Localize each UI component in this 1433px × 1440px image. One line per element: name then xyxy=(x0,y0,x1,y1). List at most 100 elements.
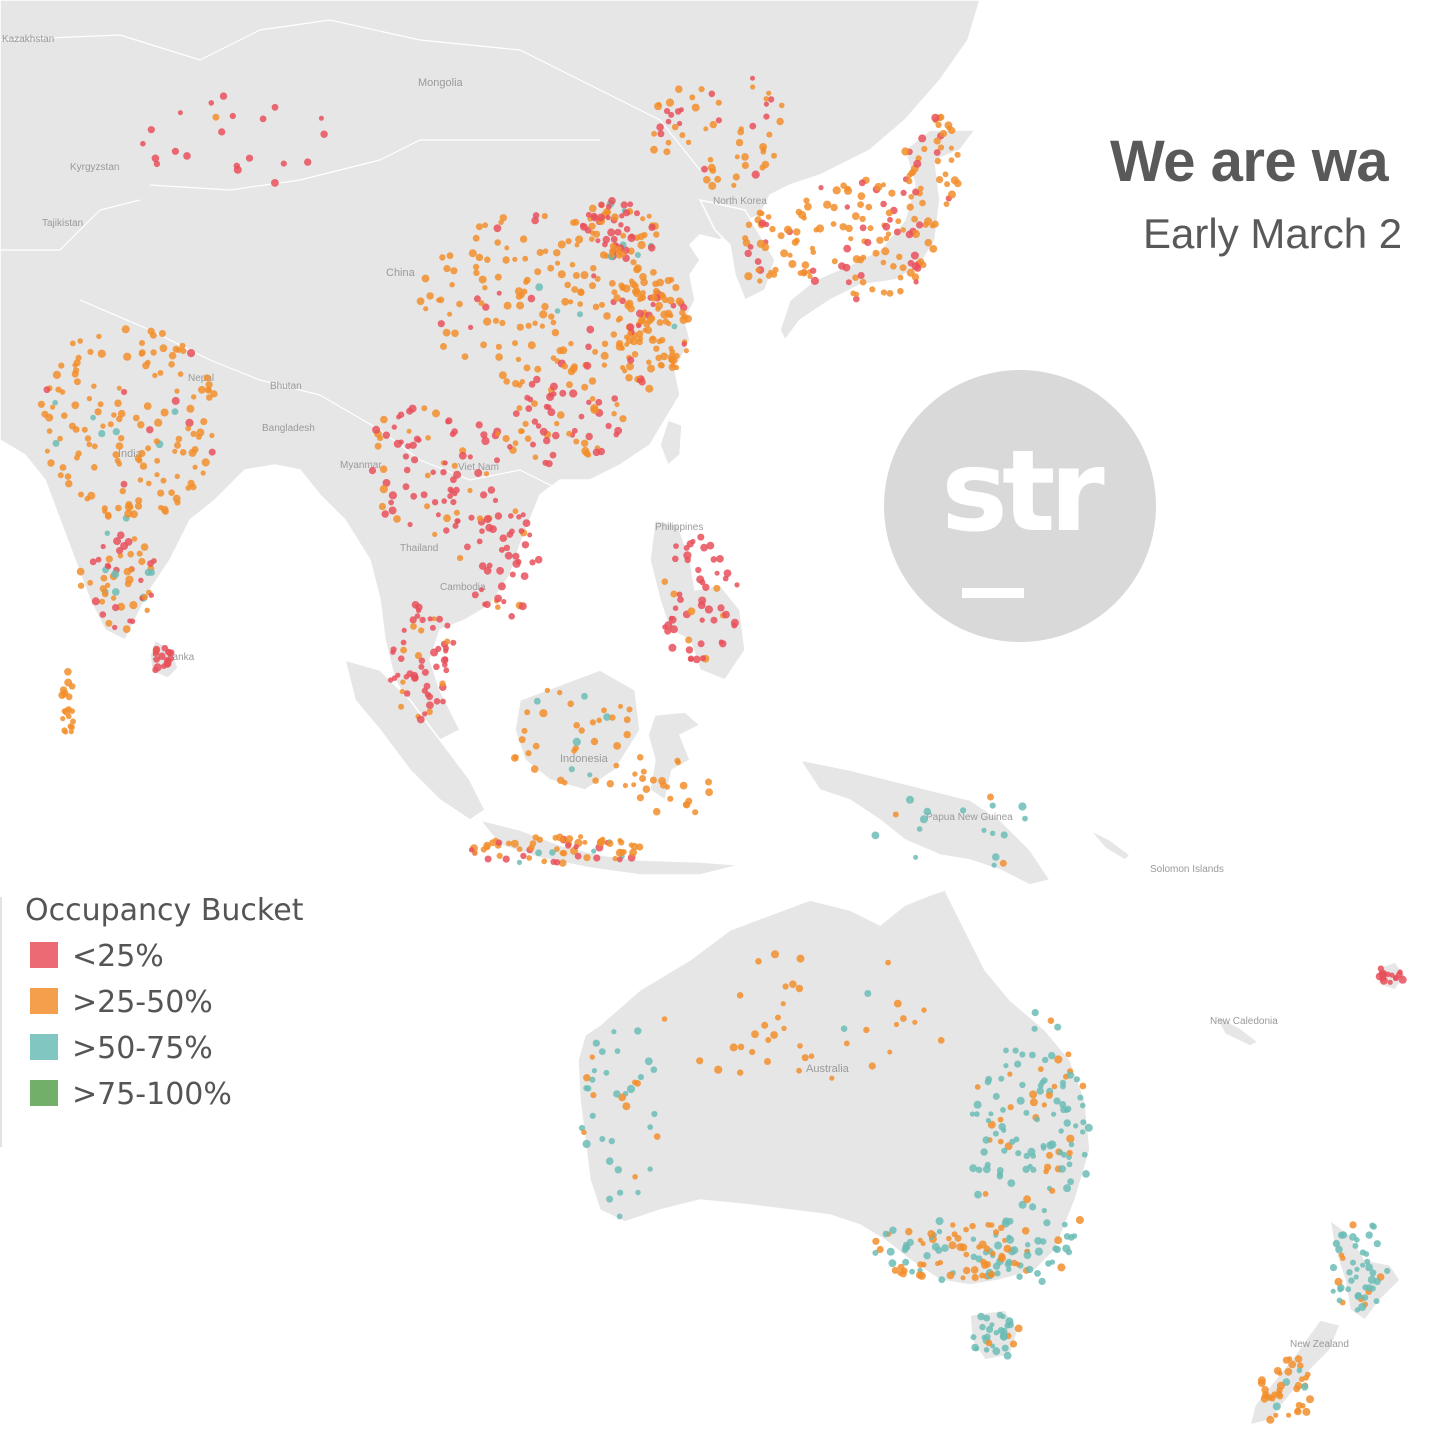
hotel-dot xyxy=(489,839,497,847)
hotel-dot xyxy=(608,197,616,205)
hotel-dot xyxy=(1048,1140,1057,1149)
hotel-dot xyxy=(670,302,677,309)
hotel-dot xyxy=(629,278,635,284)
page-subtitle: Early March 2 xyxy=(1143,210,1403,257)
hotel-dot xyxy=(124,580,132,588)
hotel-dot xyxy=(996,1171,1004,1178)
hotel-dot xyxy=(1362,1284,1369,1291)
hotel-dot xyxy=(571,363,578,370)
hotel-dot xyxy=(439,254,446,261)
hotel-dot xyxy=(502,435,510,443)
hotel-dot xyxy=(627,201,634,208)
hotel-dot xyxy=(1353,1274,1359,1280)
hotel-dot xyxy=(911,262,920,271)
hotel-dot xyxy=(529,559,536,566)
hotel-dot xyxy=(117,531,125,539)
hotel-dot xyxy=(1031,1025,1038,1032)
hotel-dot xyxy=(605,422,612,430)
hotel-dot xyxy=(770,1031,778,1039)
hotel-dot xyxy=(1018,802,1027,811)
hotel-dot xyxy=(991,862,997,868)
hotel-dot xyxy=(506,840,512,847)
hotel-dot xyxy=(671,123,679,131)
hotel-dot xyxy=(523,279,529,285)
hotel-dot xyxy=(520,852,527,860)
hotel-dot xyxy=(81,426,88,433)
hotel-dot xyxy=(566,430,572,437)
hotel-dot xyxy=(1360,1262,1366,1268)
hotel-dot xyxy=(487,486,496,494)
hotel-dot xyxy=(112,604,120,612)
hotel-dot xyxy=(936,1228,943,1235)
label-viet-nam: Viet Nam xyxy=(458,462,499,473)
hotel-dot xyxy=(652,807,661,816)
hotel-dot xyxy=(1373,1298,1380,1305)
hotel-dot xyxy=(902,1258,910,1266)
hotel-dot xyxy=(590,265,597,272)
hotel-dot xyxy=(750,75,755,81)
hotel-dot xyxy=(1054,1055,1063,1064)
hotel-dot xyxy=(756,209,764,217)
hotel-dot xyxy=(527,294,536,303)
hotel-dot xyxy=(613,1090,621,1098)
hotel-dot xyxy=(632,282,639,290)
hotel-dot xyxy=(611,411,617,417)
hotel-dot xyxy=(1284,1367,1293,1376)
hotel-dot xyxy=(539,310,548,319)
hotel-dot xyxy=(636,323,642,329)
hotel-dot xyxy=(1066,1071,1074,1079)
hotel-dot xyxy=(906,172,913,179)
hotel-dot xyxy=(613,294,621,302)
hotel-dot xyxy=(450,499,457,506)
hotel-dot xyxy=(706,541,715,550)
hotel-dot xyxy=(480,846,487,853)
hotel-dot xyxy=(876,236,884,244)
hotel-dot xyxy=(1045,1091,1053,1099)
hotel-dot xyxy=(57,435,63,442)
hotel-dot xyxy=(1009,1340,1018,1348)
hotel-dot xyxy=(131,536,138,542)
hotel-dot xyxy=(511,754,519,762)
hotel-dot xyxy=(942,171,949,178)
hotel-dot xyxy=(751,170,760,179)
hotel-dot xyxy=(478,300,485,307)
page-title: We are wa xyxy=(1110,129,1389,194)
hotel-dot xyxy=(653,1133,661,1140)
hotel-dot xyxy=(87,579,94,586)
hotel-dot xyxy=(531,418,539,425)
hotel-dot xyxy=(990,1250,996,1257)
hotel-dot xyxy=(204,386,212,394)
hotel-dot xyxy=(992,1347,1001,1356)
hotel-dot xyxy=(123,352,132,361)
logo-underline xyxy=(962,588,1024,598)
hotel-dot xyxy=(989,802,996,809)
hotel-dot xyxy=(510,839,519,848)
hotel-dot xyxy=(447,311,453,317)
hotel-dot xyxy=(64,678,73,687)
hotel-dot xyxy=(75,450,82,457)
hotel-dot xyxy=(619,345,625,351)
hotel-dot xyxy=(1031,1009,1039,1017)
hotel-dot xyxy=(557,689,563,696)
hotel-dot xyxy=(46,428,53,434)
hotel-dot xyxy=(98,430,106,438)
hotel-dot xyxy=(633,264,642,273)
hotel-dot xyxy=(963,1266,971,1275)
hotel-dot xyxy=(588,377,597,385)
hotel-dot xyxy=(717,604,725,612)
hotel-dot xyxy=(1358,1303,1367,1311)
hotel-dot xyxy=(679,132,686,139)
hotel-dot xyxy=(970,1253,977,1261)
hotel-dot xyxy=(653,345,660,352)
hotel-dot xyxy=(634,210,640,217)
hotel-dot xyxy=(573,438,580,445)
hotel-dot xyxy=(766,131,773,138)
hotel-dot xyxy=(471,591,479,599)
hotel-dot xyxy=(402,483,410,491)
hotel-dot xyxy=(379,465,388,474)
hotel-dot xyxy=(619,285,626,292)
hotel-dot xyxy=(160,408,169,417)
hotel-dot xyxy=(405,443,412,450)
hotel-dot xyxy=(603,312,611,320)
hotel-dot xyxy=(574,852,582,860)
